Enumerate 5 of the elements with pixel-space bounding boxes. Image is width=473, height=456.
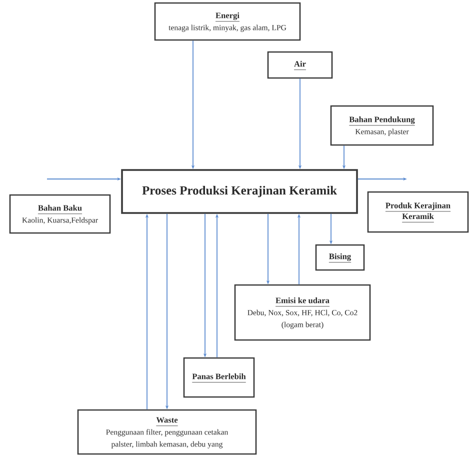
text-box: Produk Kerajinan Keramik — [367, 191, 469, 233]
text-box: Panas Berlebih — [183, 357, 255, 398]
text-box: Bising — [315, 244, 365, 271]
text-box: Air — [267, 51, 333, 79]
process-box: Proses Produksi Kerajinan Keramik — [121, 169, 358, 214]
